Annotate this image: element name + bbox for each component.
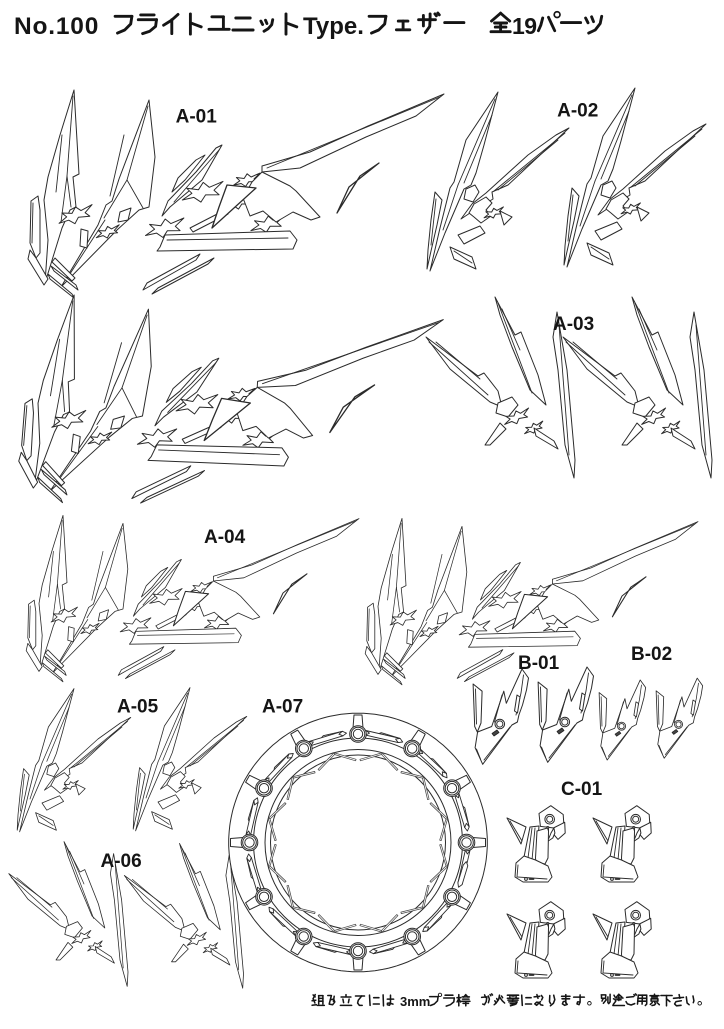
svg-text:No.100: No.100 — [14, 13, 99, 40]
svg-text:B-02: B-02 — [631, 644, 672, 665]
svg-text:A-02: A-02 — [557, 101, 598, 122]
svg-text:A-03: A-03 — [553, 314, 594, 335]
svg-text:C-01: C-01 — [561, 779, 603, 800]
svg-text:B-01: B-01 — [518, 653, 560, 674]
svg-text:A-07: A-07 — [262, 697, 303, 718]
svg-text:3mm: 3mm — [400, 994, 430, 1009]
svg-text:19: 19 — [512, 13, 537, 39]
svg-text:A-05: A-05 — [117, 697, 159, 718]
svg-text:A-04: A-04 — [204, 527, 246, 548]
svg-text:Type.: Type. — [303, 13, 364, 40]
svg-text:A-06: A-06 — [101, 851, 142, 872]
svg-text:A-01: A-01 — [176, 107, 218, 128]
